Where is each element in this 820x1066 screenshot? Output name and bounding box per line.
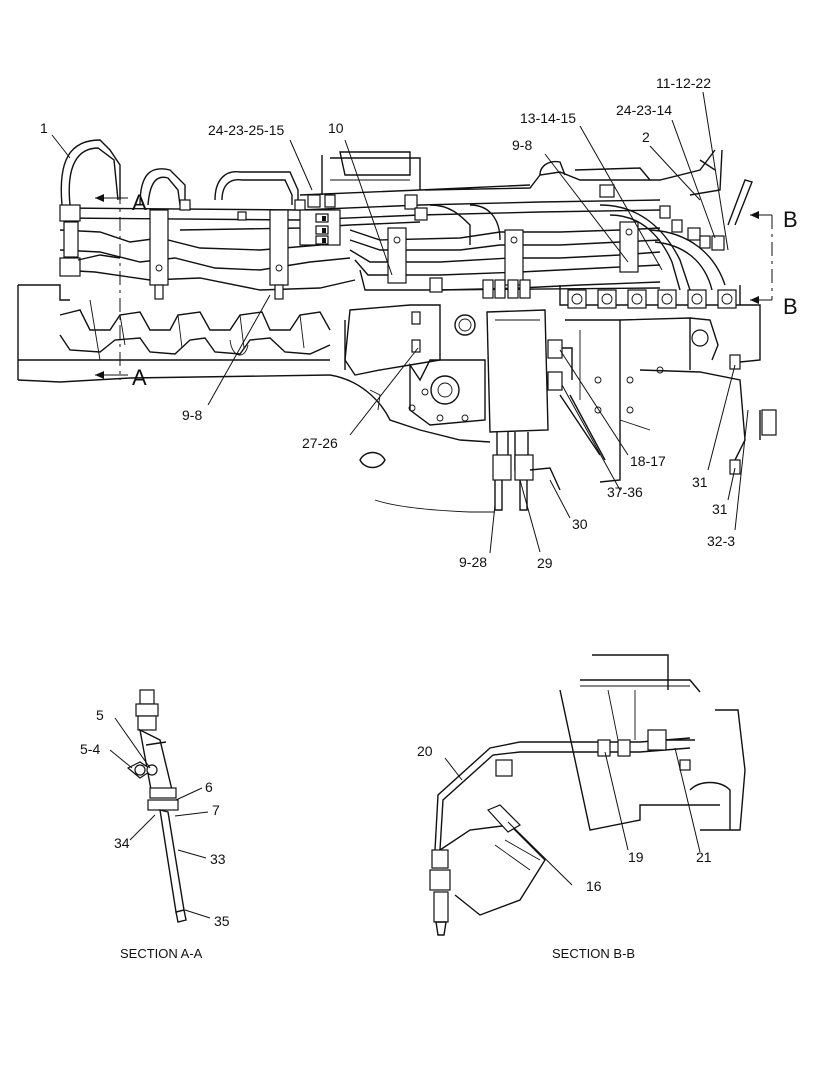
callout-5-4: 5-4 xyxy=(80,741,100,757)
rail-nuts xyxy=(179,184,725,251)
section-a-top-label: A xyxy=(132,190,147,215)
callout-34: 34 xyxy=(114,835,130,851)
callout-11-12-22: 11-12-22 xyxy=(656,75,711,91)
callout-31-b: 31 xyxy=(712,501,728,517)
engine-main-view: A A B B xyxy=(17,75,798,571)
section-b-b-view: 20 19 21 16 SECTION B-B xyxy=(417,654,746,961)
callout-9-28: 9-28 xyxy=(459,554,487,570)
callout-5: 5 xyxy=(96,707,104,723)
section-a-markers: A A xyxy=(95,190,147,390)
callout-32-3: 32-3 xyxy=(707,533,735,549)
callout-31-a: 31 xyxy=(692,474,708,490)
callout-20: 20 xyxy=(417,743,433,759)
callout-30: 30 xyxy=(572,516,588,532)
callout-16: 16 xyxy=(586,878,602,894)
callout-21: 21 xyxy=(696,849,712,865)
callout-6: 6 xyxy=(205,779,213,795)
callout-18-17: 18-17 xyxy=(630,453,666,469)
callout-35: 35 xyxy=(214,913,230,929)
section-b-bottom-label: B xyxy=(783,294,798,319)
callout-29: 29 xyxy=(537,555,553,571)
callout-9-8-top: 9-8 xyxy=(512,137,532,153)
callout-24-23-14: 24-23-14 xyxy=(616,102,672,118)
callout-10: 10 xyxy=(328,120,344,136)
main-leader-lines xyxy=(51,91,749,554)
callout-2: 2 xyxy=(642,129,650,145)
section-b-top-label: B xyxy=(783,207,798,232)
callout-27-26: 27-26 xyxy=(302,435,338,451)
section-a-a-title: SECTION A-A xyxy=(120,946,203,961)
callout-13-14-15: 13-14-15 xyxy=(520,110,576,126)
section-b-markers: B B xyxy=(750,207,798,319)
callout-1: 1 xyxy=(40,120,48,136)
callout-7: 7 xyxy=(212,802,220,818)
callout-24-23-25-15: 24-23-25-15 xyxy=(208,122,284,138)
callout-19: 19 xyxy=(628,849,644,865)
callout-9-8-left: 9-8 xyxy=(182,407,202,423)
injector-nuts xyxy=(567,289,737,309)
section-a-bottom-label: A xyxy=(132,365,147,390)
callout-37-36: 37-36 xyxy=(607,484,643,500)
callout-33: 33 xyxy=(210,851,226,867)
section-a-a-view: 5 5-4 6 7 34 33 35 SECTION A-A xyxy=(80,689,230,961)
section-b-b-title: SECTION B-B xyxy=(552,946,635,961)
